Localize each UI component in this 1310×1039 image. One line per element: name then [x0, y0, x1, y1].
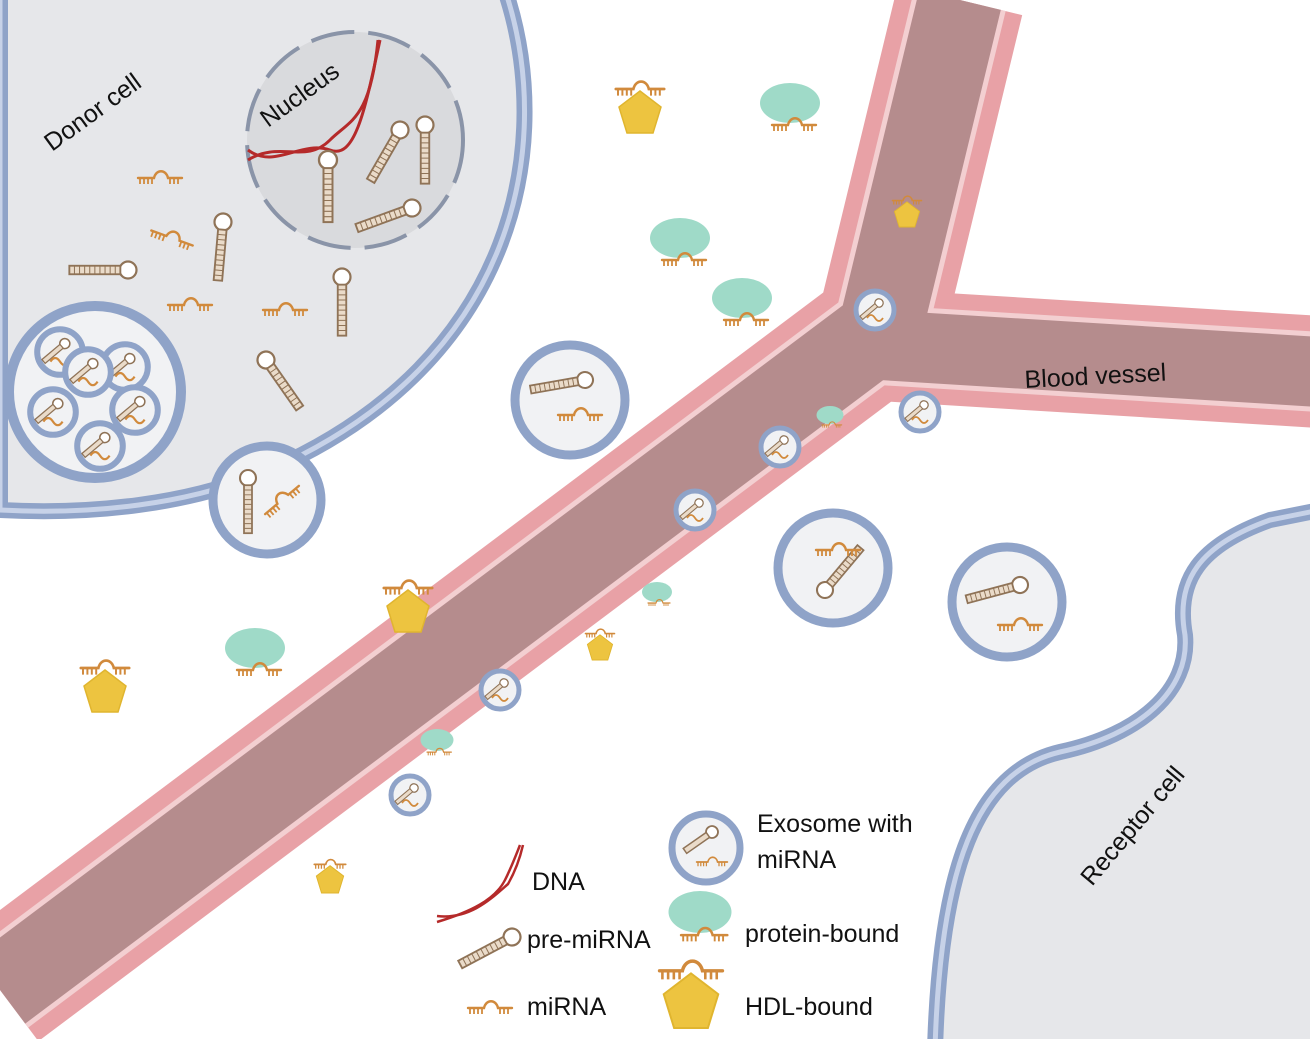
legend-pre-mirna-icon: [455, 924, 525, 974]
legend-exosome-label-line2: miRNA: [757, 846, 836, 874]
legend-dna-label: DNA: [532, 868, 585, 896]
legend-icons: [436, 810, 744, 1028]
legend-mirna-label: miRNA: [527, 993, 606, 1021]
legend-mirna-icon: [466, 1000, 514, 1016]
nucleus: [245, 30, 465, 250]
legend-exosome-label-line1: Exosome with: [757, 810, 913, 838]
legend-hdl-bound-icon: [660, 961, 723, 1028]
exosome-free-2: [773, 508, 893, 628]
legend-pre-mirna-label: pre-miRNA: [527, 926, 651, 954]
legend-dna-icon: [436, 844, 525, 924]
exosome-budding: [208, 441, 326, 559]
exosome-free-3: [947, 542, 1067, 662]
legend-hdl-bound-label: HDL-bound: [745, 993, 873, 1021]
legend-protein-bound-icon: [669, 891, 732, 941]
legend-exosome-icon: [668, 810, 744, 886]
receptor-cell: [927, 503, 1310, 1039]
multivesicular-body: [4, 301, 186, 483]
legend-protein-bound-label: protein-bound: [745, 920, 899, 948]
exosome-free-1: [510, 340, 630, 460]
